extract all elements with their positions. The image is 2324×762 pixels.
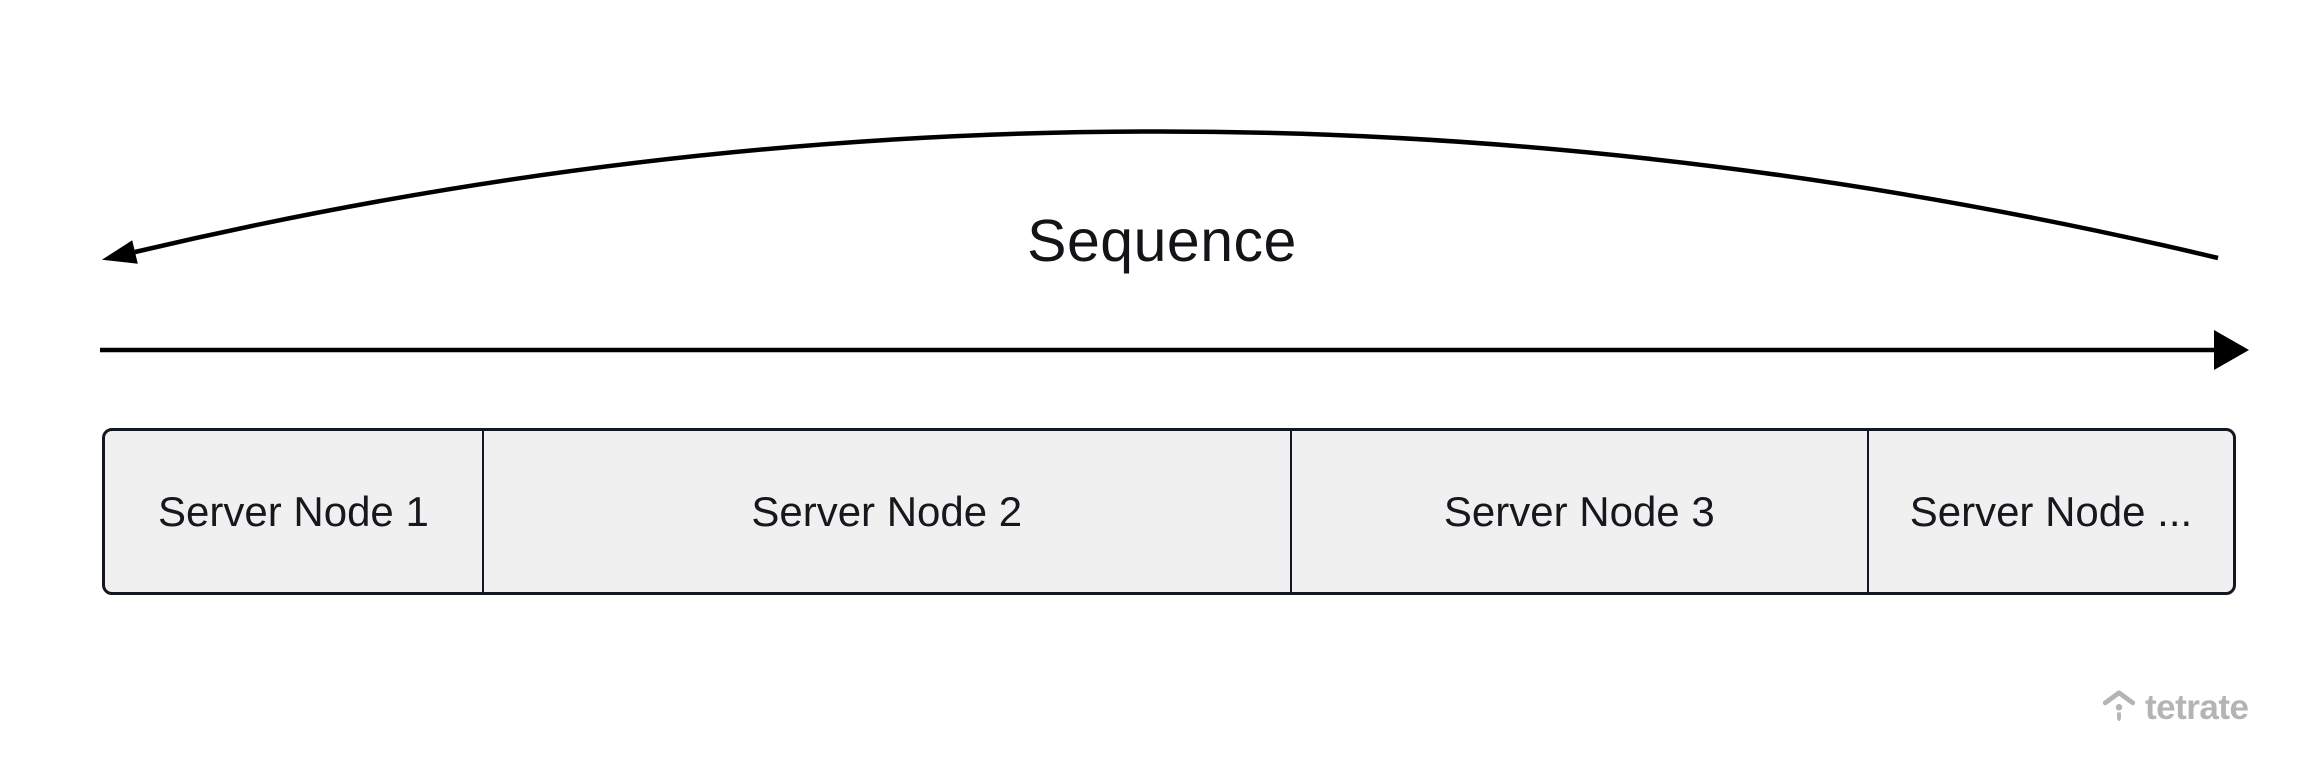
server-node-2-label: Server Node 2 <box>751 487 1023 535</box>
timeline-arrow <box>100 330 2249 370</box>
tetrate-roof-icon <box>2100 687 2138 725</box>
brand-logo-text: tetrate <box>2145 688 2249 727</box>
sequence-label: Sequence <box>1027 208 1297 274</box>
server-node-1: Server Node 1 <box>105 431 482 592</box>
server-node-etc-label: Server Node ... <box>1909 487 2193 535</box>
brand-watermark: tetrate <box>2100 686 2249 727</box>
server-node-1-label: Server Node 1 <box>158 487 429 535</box>
server-node-3-label: Server Node 3 <box>1443 487 1715 535</box>
server-node-2: Server Node 2 <box>481 431 1290 592</box>
server-node-row: Server Node 1 Server Node 2 Server Node … <box>102 428 2236 595</box>
server-node-3: Server Node 3 <box>1289 431 1867 592</box>
server-node-etc: Server Node ... <box>1866 431 2233 592</box>
